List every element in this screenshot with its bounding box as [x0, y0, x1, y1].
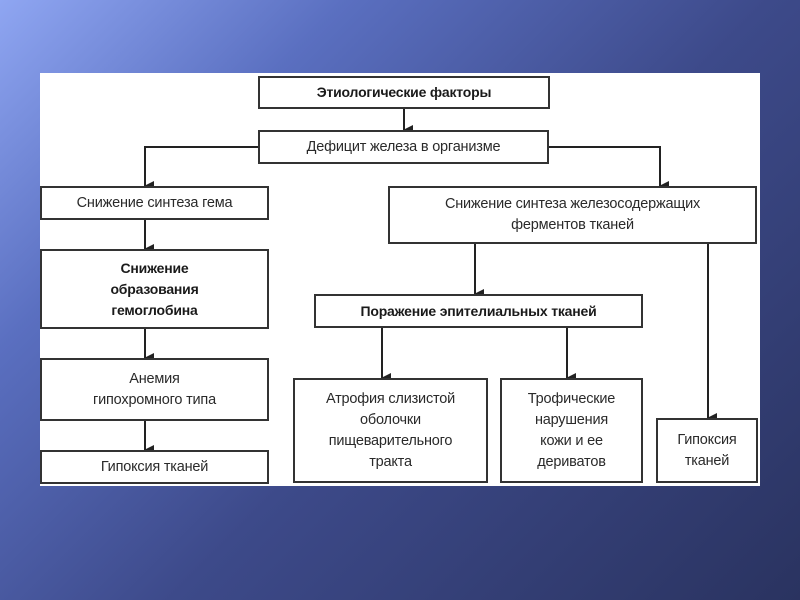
node-anemia: Анемия гипохромного типа: [40, 358, 269, 421]
node-epithelial: Поражение эпителиальных тканей: [314, 294, 643, 328]
node-enzyme-synthesis: Снижение синтеза железосодержащих фермен…: [388, 186, 757, 244]
arrow-deficit-heme: [144, 146, 258, 191]
node-hypoxia-left: Гипоксия тканей: [40, 450, 269, 484]
node-etiology: Этиологические факторы: [258, 76, 550, 109]
node-iron-deficit: Дефицит железа в организме: [258, 130, 549, 164]
node-trophic: Трофические нарушения кожи и ее деривато…: [500, 378, 643, 483]
arrow-deficit-enzyme: [548, 146, 669, 191]
node-atrophy: Атрофия слизистой оболочки пищеварительн…: [293, 378, 488, 483]
node-hemoglobin: Снижение образования гемоглобина: [40, 249, 269, 329]
node-heme-synthesis: Снижение синтеза гема: [40, 186, 269, 220]
node-hypoxia-right: Гипоксия тканей: [656, 418, 758, 483]
